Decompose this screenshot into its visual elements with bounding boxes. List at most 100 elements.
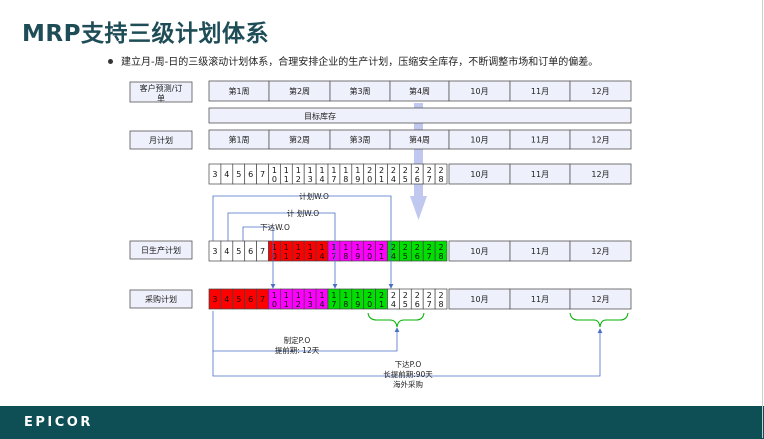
day-cell-label: 5	[236, 247, 241, 256]
month-cell-label: 10月	[470, 295, 488, 304]
period-cell-label: 12月	[591, 87, 609, 96]
month-cell-label: 12月	[591, 295, 609, 304]
po-connectors	[212, 311, 603, 377]
brace-december	[569, 312, 629, 328]
day-cell-label: 2	[367, 243, 372, 252]
day-cell-label: 8	[343, 300, 348, 309]
bullet-label: 建立月-周-日的三级滚动计划体系，合理安排企业的生产计划，压缩安全库存，不断调整…	[121, 57, 599, 68]
day-cell-label: 0	[272, 252, 277, 261]
day-cell-label: 0	[367, 252, 372, 261]
day-cell-label: 6	[248, 170, 253, 179]
period-cell-label: 12月	[591, 136, 609, 145]
day-cell-label: 2	[403, 243, 408, 252]
day-cell-label: 8	[343, 252, 348, 261]
day-cell-label: 2	[439, 243, 444, 252]
day-cell-label: 1	[272, 166, 277, 175]
day-cell-label: 2	[439, 291, 444, 300]
day-cell-label: 5	[236, 170, 241, 179]
day-cell-label: 1	[379, 300, 384, 309]
day-cell-label: 7	[331, 175, 336, 184]
day-cell-label: 1	[355, 243, 360, 252]
day-cell-label: 6	[415, 252, 420, 261]
period-cell-label: 第1周	[228, 135, 249, 145]
day-cell-label: 2	[415, 243, 420, 252]
day-cell-label: 8	[439, 300, 444, 309]
day-cell-label: 1	[320, 166, 325, 175]
day-cell-label: 7	[260, 295, 265, 304]
overseas-label: 海外采购	[393, 379, 423, 389]
day-cell-label: 7	[260, 247, 265, 256]
day-cell-label: 4	[391, 252, 396, 261]
row-label-purchase: 采购计划	[145, 294, 177, 304]
lead-90-label: 长提前期:90天	[383, 369, 433, 379]
period-cell-label: 11月	[531, 87, 549, 96]
day-cell-label: 9	[355, 175, 360, 184]
row-label-box-forecast	[129, 81, 193, 103]
day-cell-label: 2	[403, 291, 408, 300]
period-cell-label: 第3周	[349, 86, 370, 96]
day-cell-label: 1	[331, 243, 336, 252]
period-cell	[569, 80, 632, 102]
day-cell-label: 5	[236, 295, 241, 304]
month-cell	[569, 240, 632, 262]
row-label-box-purchase	[129, 289, 193, 309]
day-cell-label: 1	[284, 166, 289, 175]
period-cell-label: 11月	[531, 136, 549, 145]
day-cell-label: 1	[355, 166, 360, 175]
day-cell-label: 3	[308, 300, 313, 309]
day-cell-label: 1	[343, 243, 348, 252]
day-cell-label: 4	[320, 175, 325, 184]
day-cell-label: 5	[403, 252, 408, 261]
day-cell-label: 2	[296, 252, 301, 261]
row-label-box-monthly	[129, 130, 193, 150]
day-cell-label: 1	[308, 166, 313, 175]
day-cell-label: 1	[284, 252, 289, 261]
day-cell-label: 2	[379, 166, 384, 175]
day-cell-label: 3	[308, 175, 313, 184]
day-cell-label: 1	[308, 291, 313, 300]
bullet-text: 建立月-周-日的三级滚动计划体系，合理安排企业的生产计划，压缩安全库存，不断调整…	[108, 53, 598, 68]
day-cell-label: 8	[439, 175, 444, 184]
target-inventory-box	[208, 107, 632, 124]
brace-near-weeks	[367, 312, 425, 328]
month-cell-label: 11月	[531, 170, 549, 179]
day-cell-label: 4	[224, 170, 229, 179]
month-cell-label: 11月	[531, 247, 549, 256]
day-cell-label: 1	[379, 252, 384, 261]
month-cell	[569, 288, 632, 310]
day-cell-label: 1	[284, 243, 289, 252]
day-cell-label: 1	[379, 175, 384, 184]
day-cell-label: 2	[379, 291, 384, 300]
make-po-label: 制定P.O	[284, 335, 311, 345]
day-cell-label: 2	[391, 166, 396, 175]
month-cell-label: 10月	[470, 170, 488, 179]
month-cell	[569, 163, 632, 185]
day-cell-label: 1	[296, 243, 301, 252]
day-cell-label: 3	[308, 252, 313, 261]
period-cell-label: 第2周	[289, 86, 310, 96]
day-cell-label: 2	[415, 291, 420, 300]
day-cell-label: 2	[439, 166, 444, 175]
day-cell-label: 7	[427, 175, 432, 184]
day-cell-label: 0	[272, 300, 277, 309]
day-cell-label: 1	[284, 291, 289, 300]
row-label-monthly: 月计划	[149, 135, 173, 145]
day-cell-label: 1	[355, 291, 360, 300]
epicor-logo: EPICOR	[24, 415, 93, 430]
period-cell-label: 第4周	[409, 86, 430, 96]
day-cell-label: 7	[427, 300, 432, 309]
day-cell-label: 2	[296, 300, 301, 309]
day-cell-label: 1	[343, 166, 348, 175]
day-cell-label: 1	[272, 291, 277, 300]
period-cell	[569, 129, 632, 150]
day-cell-label: 2	[427, 243, 432, 252]
day-cell-label: 9	[355, 300, 360, 309]
day-cell-label: 6	[415, 175, 420, 184]
period-cell-label: 10月	[470, 87, 488, 96]
flow-arrow-large	[410, 103, 427, 220]
day-cell-label: 1	[296, 291, 301, 300]
day-cell-label: 1	[296, 166, 301, 175]
